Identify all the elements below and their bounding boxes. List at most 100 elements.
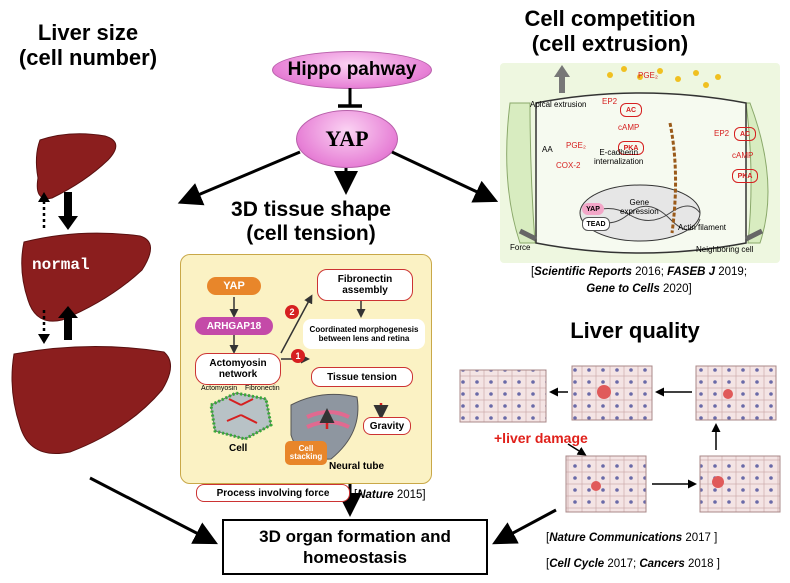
citation-scirep-year: 2016; [631, 266, 668, 278]
fibronectin-assembly-line1: Fibronectin [337, 274, 393, 285]
tissue-tension-panel: YAP ARHGAP18 Actomyosin network Fibronec… [180, 254, 432, 484]
citation-genecells-year: 2020] [659, 282, 692, 295]
cox2-label: COX-2 [556, 161, 581, 170]
actomyosin-network-line1: Actomyosin [209, 358, 267, 369]
apical-extrusion-label: Apical extrusion [530, 100, 587, 109]
liver-size-title-line2: (cell number) [18, 45, 158, 71]
hippo-pathway-node: Hippo pahway [272, 51, 432, 89]
citation-cancers-year: 2018 ] [684, 558, 720, 570]
solid-up-arrow [64, 316, 72, 340]
organ-formation-box: 3D organ formation and homeostasis [222, 519, 488, 575]
large-liver-shape [11, 345, 171, 454]
citation-cellcycle: Cell Cycle [549, 558, 605, 570]
neighboring-cell-label: Neighboring cell [696, 245, 754, 254]
nc-citation: [Nature Communications 2017 ] [546, 532, 718, 544]
morphogenesis-line2: between lens and retina [318, 334, 410, 343]
organ-formation-line1: 3D organ formation and [259, 526, 451, 546]
force-label: Force [510, 243, 531, 252]
pka-right-pill: PKA [732, 169, 758, 183]
morphogenesis-node: Coordinated morphogenesis between lens a… [303, 319, 425, 349]
liver-quality-title: Liver quality [570, 318, 700, 343]
pka-left-pill: PKA [618, 141, 644, 155]
cell-stacking-line2: stacking [289, 452, 323, 461]
ac-right-pill: AC [734, 127, 756, 141]
actin-filament-label: Actin filament [678, 223, 727, 232]
pge2-mid-label: PGE₂ [566, 141, 586, 150]
ep2-left-label: EP2 [602, 97, 618, 106]
citation-natcomm: Nature Communications [549, 532, 683, 544]
tissue-tension-node: Tissue tension [311, 367, 413, 387]
gravity-node: Gravity [363, 417, 411, 435]
arhgap18-node: ARHGAP18 [195, 317, 273, 335]
ecadherin-label-line1: E-cadherin [599, 148, 639, 157]
normal-liver-shape [21, 232, 151, 322]
arrow-quality-to-outcome [492, 508, 557, 545]
arrow-liver-to-outcome [89, 476, 218, 545]
yap-pill: YAP [582, 203, 604, 215]
solid-down-arrow [64, 192, 72, 218]
citation-fasebj-year: 2019; [715, 266, 748, 278]
liver-size-title-line1: Liver size [37, 20, 139, 45]
camp-left-label: cAMP [618, 123, 640, 132]
liver-damage-label: +liver damage [494, 430, 588, 446]
liver-size-illustration [11, 133, 171, 454]
gene-expression-label: Gene expression [620, 198, 659, 217]
citation-natcomm-year: 2017 ] [682, 532, 718, 544]
tissue-shape-title-line2: (cell tension) [246, 222, 376, 246]
tissue-tile-early [695, 365, 777, 421]
tension-yap-node: YAP [207, 277, 261, 295]
citation-cellcycle-year: 2017; [604, 558, 640, 570]
cell-competition-panel: Apical extrusion PGE₂ EP2 AC cAMP PKA AA… [500, 63, 780, 263]
citation-cancers: Cancers [639, 558, 685, 570]
actomyosin-network-node: Actomyosin network [195, 353, 281, 385]
cell-stacking-node: Cell stacking [285, 441, 327, 465]
normal-liver-label: normal [32, 256, 90, 274]
tissue-tile-healthy [565, 455, 647, 513]
tissue-tile-healthy-2 [699, 455, 781, 513]
citation-nature: Nature [357, 489, 394, 501]
arrow-yap-to-liver [177, 150, 301, 206]
step-2-badge: 2 [285, 305, 299, 319]
liver-size-title: Liver size (cell number) [8, 20, 168, 71]
organ-formation-line2: homeostasis [303, 548, 407, 567]
tissue-tile-damaged [459, 369, 547, 423]
cell-competition-title-line1: Cell competition [524, 6, 696, 31]
competition-citation: [Scientific Reports 2016; FASEB J 2019; … [530, 266, 748, 295]
actin-filament [668, 122, 678, 234]
camp-right-label: cAMP [732, 151, 754, 160]
tissue-tile-extruding [571, 365, 653, 421]
cell-stacking-line1: Cell [298, 443, 314, 453]
tissue-shape-title-line1: 3D tissue shape [231, 198, 391, 221]
pge2-top-label: PGE₂ [638, 71, 658, 80]
dna-strand [589, 205, 701, 221]
fibronectin-small-label: Fibronectin [245, 385, 280, 392]
aa-label: AA [542, 145, 553, 154]
step-1-badge: 1 [291, 349, 305, 363]
small-liver-shape [35, 133, 117, 200]
morphogenesis-line1: Coordinated morphogenesis [309, 324, 419, 334]
citation-nature-year: 2015] [393, 489, 426, 501]
actomyosin-network-line2: network [218, 369, 258, 380]
ep2-right-label: EP2 [714, 129, 730, 138]
citation-genecells: Gene to Cells [586, 282, 660, 295]
ac-left-pill: AC [620, 103, 642, 117]
cell-label: Cell [229, 443, 248, 454]
arrow-yap-to-competition [391, 150, 499, 203]
cell-competition-title-line2: (cell extrusion) [531, 31, 689, 57]
citation-fasebj: FASEB J [667, 266, 716, 278]
nature-citation: [Nature 2015] [354, 489, 426, 501]
fibronectin-assembly-line2: assembly [342, 285, 388, 296]
cellcycle-citation: [Cell Cycle 2017; Cancers 2018 ] [546, 558, 720, 570]
neural-tube-label: Neural tube [329, 461, 385, 472]
process-force-label: Process involving force [196, 484, 350, 502]
ecadherin-label-line2: internalization [594, 156, 644, 166]
fibronectin-assembly-node: Fibronectin assembly [317, 269, 413, 301]
cell-competition-title: Cell competition (cell extrusion) [490, 6, 730, 57]
yap-node: YAP [296, 110, 398, 168]
tead-pill: TEAD [582, 217, 610, 231]
actomyosin-small-label: Actomyosin [201, 385, 238, 392]
gene-expression-line2: expression [620, 206, 659, 216]
liver-quality-illustration [459, 365, 781, 513]
citation-scirep: Scientific Reports [534, 266, 632, 278]
